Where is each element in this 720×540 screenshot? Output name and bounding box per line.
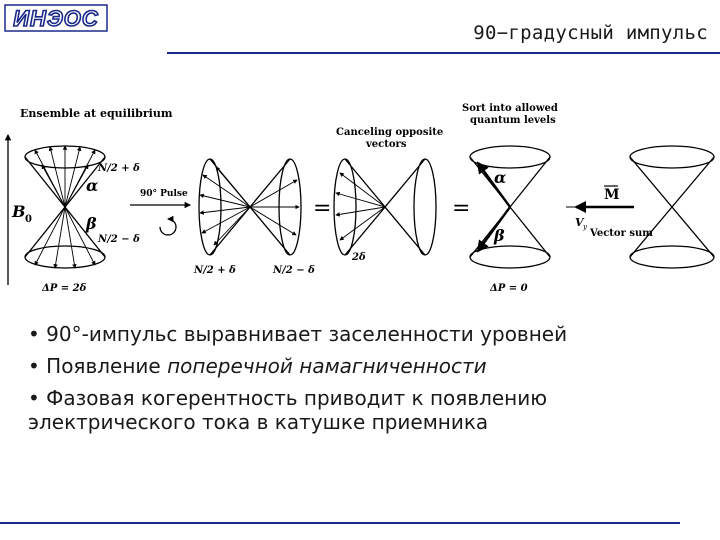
bullet-item-populations: • 90°-импульс выравнивает заселенности у… [28, 322, 568, 346]
label-b0: B [11, 202, 26, 221]
label-vy-sub: y [582, 223, 588, 231]
label-sort-2: quantum levels [470, 115, 556, 126]
label-delta-p-2: ΔP = 0 [489, 283, 528, 294]
sorted-bottom-ellipse [469, 245, 551, 269]
canceling-left-ellipse [333, 158, 357, 256]
sorted-top-ellipse [469, 145, 551, 169]
logo-text: ИНЭОС [13, 6, 99, 31]
footer-divider [0, 522, 680, 524]
bullet-list: • 90°-импульс выравнивает заселенности у… [28, 322, 708, 442]
label-ensemble: Ensemble at equilibrium [20, 107, 173, 120]
bullet-emphasis: поперечной намагниченности [167, 354, 487, 378]
label-vector-sum: Vector sum [589, 228, 653, 239]
label-canceling-2: vectors [365, 139, 407, 150]
label-n-plus-2: N/2 + δ [193, 265, 236, 276]
sum-bottom-ellipse [629, 245, 715, 269]
panel-vector-sum: M V y Vector sum [566, 145, 715, 269]
label-equals-1: = [313, 196, 331, 221]
panel-equilibrium: Ensemble at equilibrium B 0 N/2 + δ α β … [4, 107, 173, 294]
bullet-item-magnetization: • Появление поперечной намагниченности [28, 354, 708, 378]
pulse-indicator: 90° Pulse [130, 189, 192, 236]
panel-tipped: N/2 + δ N/2 − δ = [193, 158, 331, 276]
label-pulse: 90° Pulse [140, 189, 188, 199]
nmr-pulse-diagram: Ensemble at equilibrium B 0 N/2 + δ α β … [4, 103, 715, 294]
bullet-item-coherence: • Фазовая когерентность приводит к появл… [28, 386, 548, 434]
label-vy: V [575, 216, 585, 229]
sorted-up-vector [476, 161, 511, 208]
sum-top-ellipse [629, 145, 715, 169]
label-n-plus-1: N/2 + δ [97, 163, 140, 174]
label-two-delta: 2δ [351, 252, 366, 263]
label-n-minus-1: N/2 − δ [97, 234, 140, 245]
label-alpha-1: α [86, 176, 98, 195]
label-alpha-2: α [494, 168, 506, 187]
label-canceling-1: Canceling opposite [336, 127, 443, 138]
title-divider [167, 52, 720, 54]
rotation-icon [159, 215, 177, 236]
label-n-minus-2: N/2 − δ [272, 265, 315, 276]
label-b0-sub: 0 [25, 214, 32, 225]
label-beta-2: β [493, 226, 505, 245]
bullet-prefix: • Появление [28, 354, 168, 378]
label-sort-1: Sort into allowed [462, 103, 558, 114]
canceling-right-ellipse [413, 158, 437, 256]
label-beta-1: β [85, 214, 97, 233]
ineos-logo: ИНЭОС [4, 4, 108, 32]
cone-bottom-ellipse [24, 245, 106, 269]
label-m: M [604, 187, 620, 203]
sorted-down-vector [476, 206, 511, 253]
label-delta-p-1: ΔP = 2δ [41, 283, 87, 294]
panel-canceling: Canceling opposite vectors 2δ = [333, 127, 470, 263]
panel-sorted: Sort into allowed quantum levels α β ΔP … [462, 103, 558, 294]
page-title: 90−градусный импульс [473, 22, 708, 44]
label-equals-2: = [452, 196, 470, 221]
